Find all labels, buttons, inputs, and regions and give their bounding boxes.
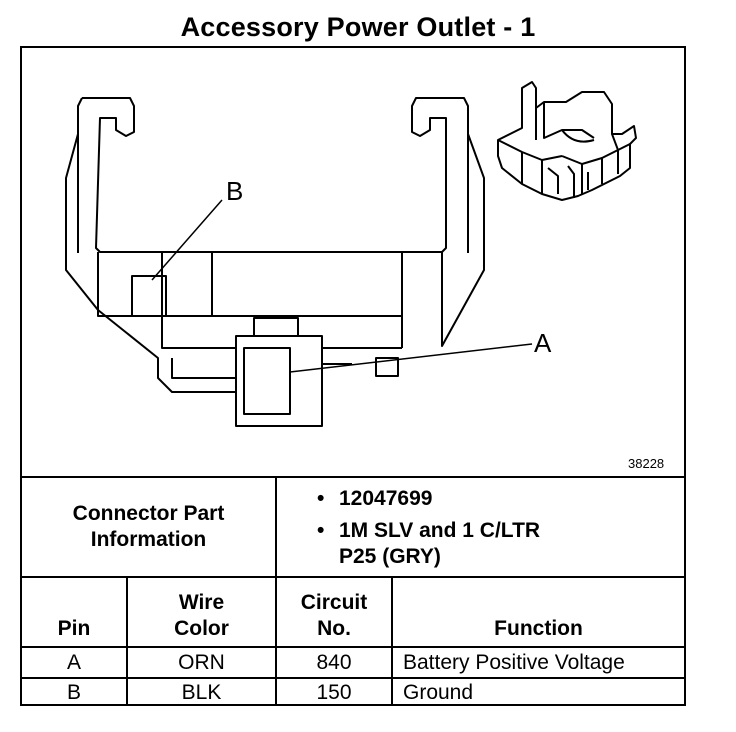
connector-info-table: Connector Part Information • 12047699 • … [22,476,684,576]
connector-info-label: Connector Part Information [22,478,277,576]
bullet-icon: • [317,487,325,510]
connector-diagram: B A 38228 [22,48,684,476]
bullet-icon: • [317,519,325,542]
connector-sheet: B A 38228 Connector Part Information • 1… [20,46,686,706]
page-title: Accessory Power Outlet - 1 [180,12,536,42]
callout-b-leader [151,199,223,281]
cell-wire-color: BLK [128,679,277,706]
callout-b: B [226,176,244,206]
table-row: B BLK 150 Ground [22,679,684,706]
cell-pin: B [22,679,128,706]
connector-isometric-view [497,81,637,201]
reference-number: 38228 [628,456,665,471]
connector-type-item: • 1M SLV and 1 C/LTR [277,518,682,544]
part-number: 12047699 [339,487,433,510]
callout-a-leader [289,343,533,373]
connector-label-line2: Information [90,528,207,551]
cell-function: Battery Positive Voltage [403,650,625,674]
connector-drawing [65,81,637,427]
cell-function: Ground [403,680,474,704]
connector-label-line1: Connector Part [72,502,225,525]
cell-pin: A [22,648,128,677]
connector-front-view [65,97,485,427]
connector-type: 1M SLV and 1 C/LTR [339,519,541,542]
cell-circuit: 150 [277,679,393,706]
connector-info-values: • 12047699 • 1M SLV and 1 C/LTR P25 (GRY… [277,478,682,576]
header-function: Function [494,617,583,640]
table-row: A ORN 840 Battery Positive Voltage [22,648,684,679]
connector-type-cont: P25 (GRY) [339,545,441,568]
cell-wire-color: ORN [128,648,277,677]
callout-a: A [534,328,552,358]
part-number-item: • 12047699 [277,486,682,512]
cell-circuit: 840 [277,648,393,677]
header-pin: Pin [22,578,128,646]
